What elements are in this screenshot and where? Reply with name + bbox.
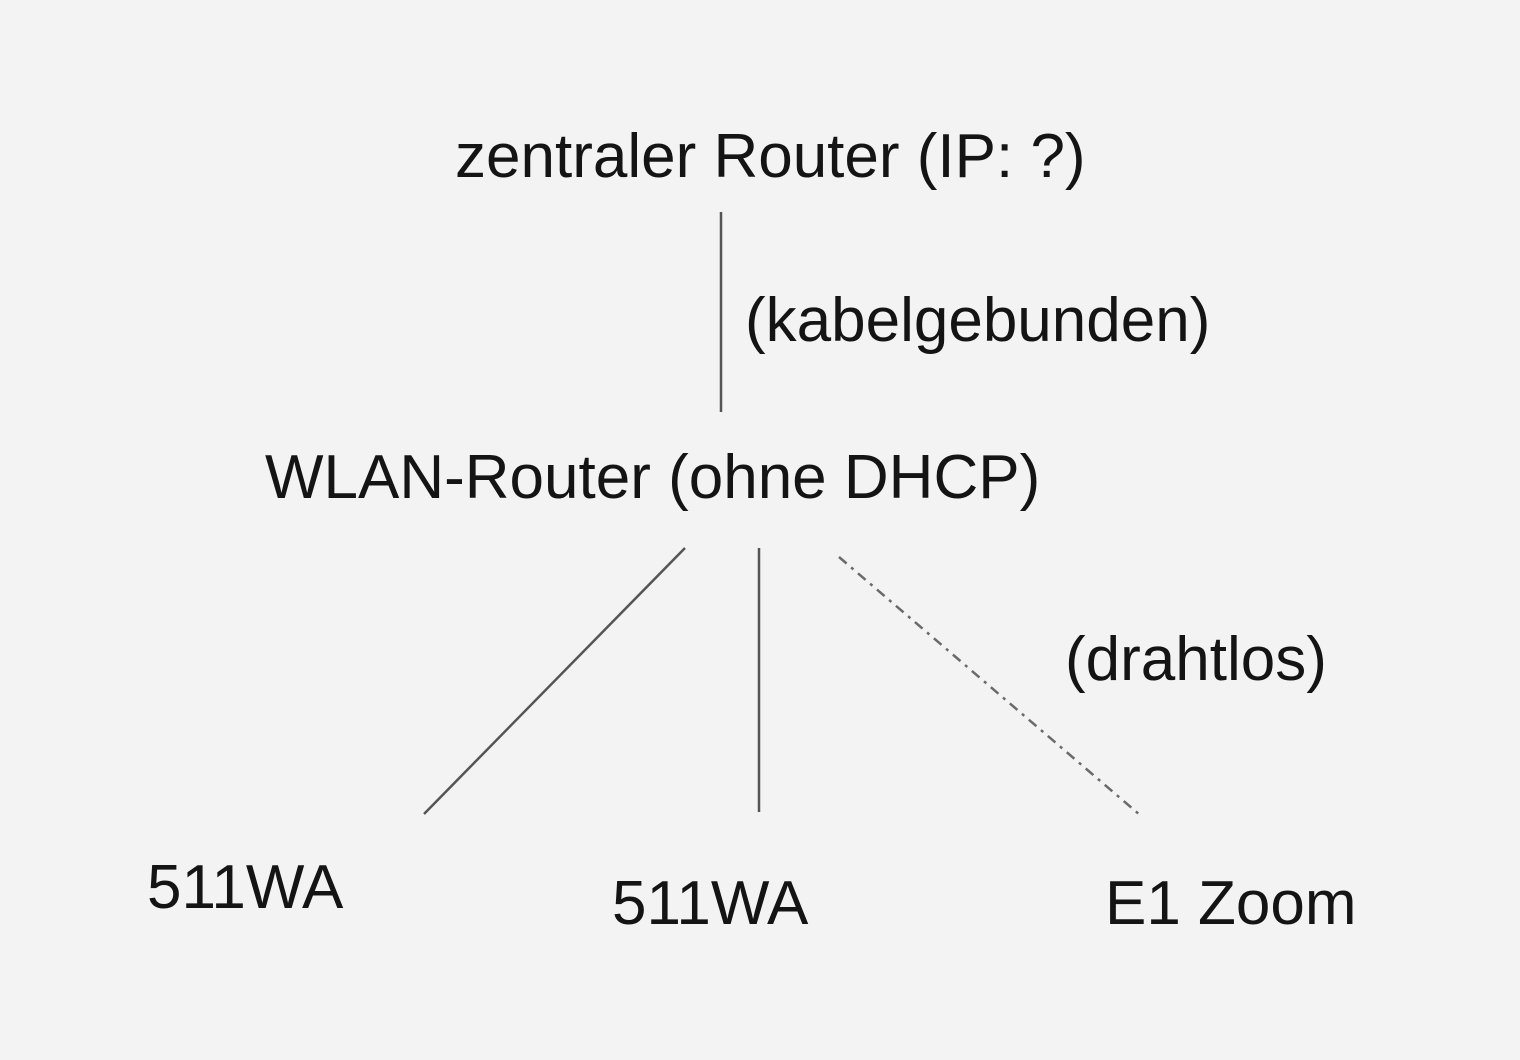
- device-2-label: 511WA: [612, 869, 809, 938]
- central-router-label: zentraler Router (IP: ?): [455, 122, 1086, 191]
- device-1-label: 511WA: [147, 853, 344, 922]
- wireless-connection-label: (drahtlos): [1065, 625, 1327, 694]
- wired-connection-label: (kabelgebunden): [745, 286, 1211, 355]
- wireless-link-line: [838, 556, 1141, 816]
- device-3-label: E1 Zoom: [1105, 869, 1357, 938]
- link-line-device-1: [423, 547, 686, 815]
- wlan-router-label: WLAN-Router (ohne DHCP): [265, 443, 1041, 512]
